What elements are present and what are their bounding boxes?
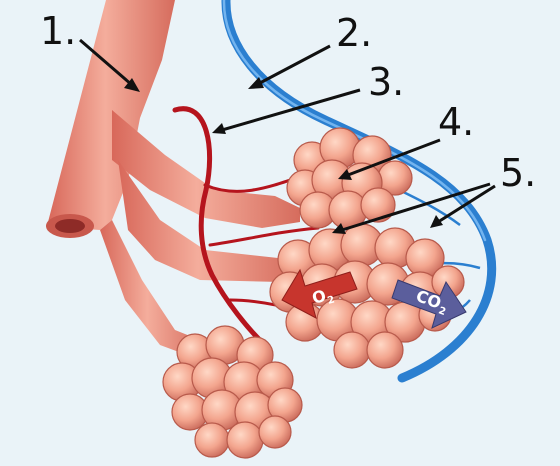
label-5: 5. (500, 151, 536, 195)
label-4: 4. (438, 100, 474, 144)
bronchiole (46, 0, 300, 358)
alveolar-sac-lower (163, 326, 302, 458)
label-3: 3. (368, 60, 404, 104)
label-1: 1. (40, 9, 76, 53)
label-2: 2. (336, 11, 372, 55)
